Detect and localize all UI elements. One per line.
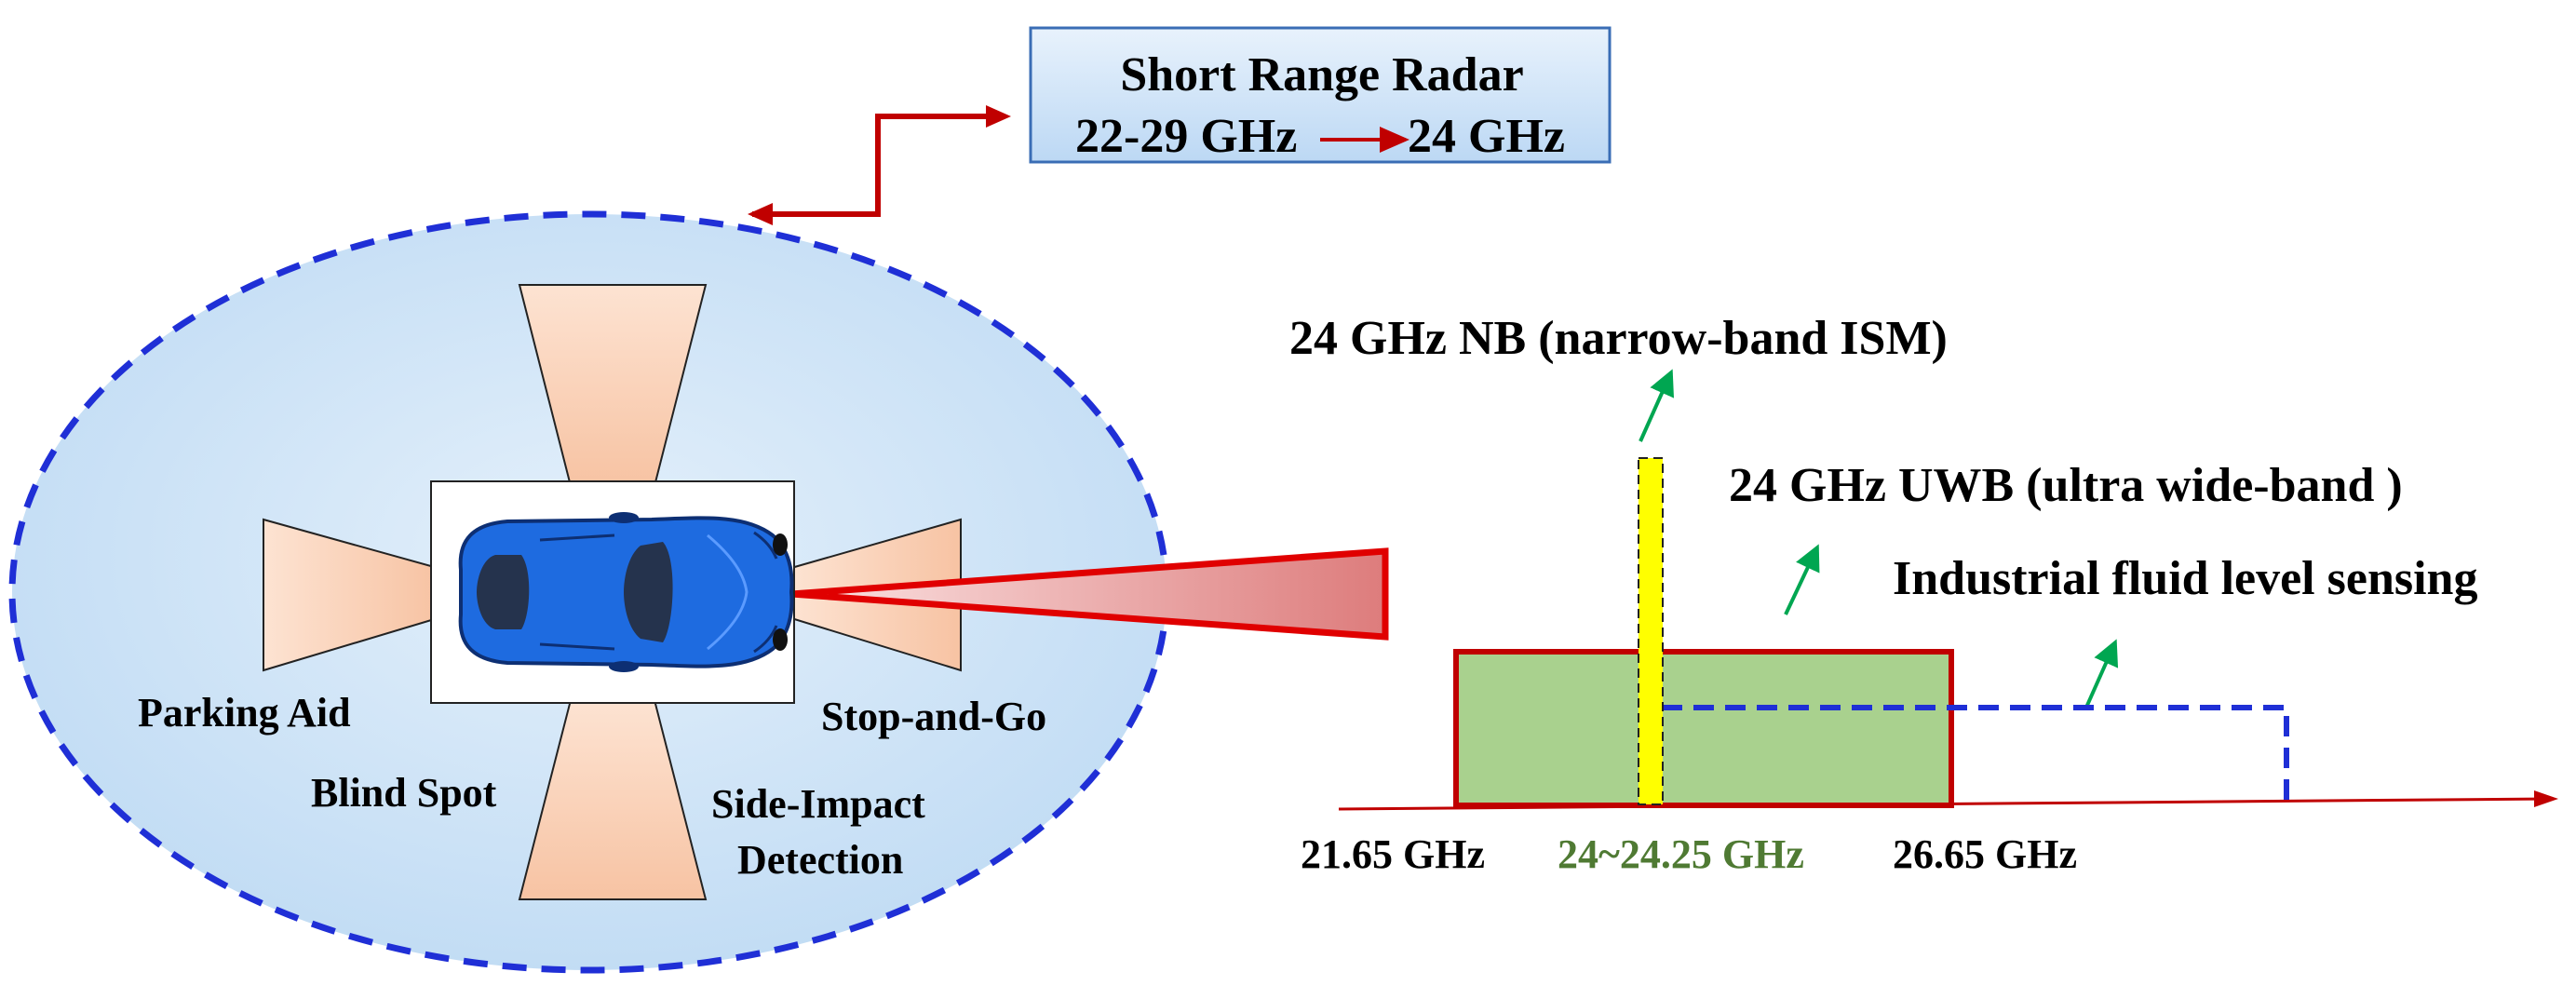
radar-to-band: 24 GHz — [1408, 110, 1565, 163]
uwb-label: 24 GHz UWB (ultra wide-band ) — [1729, 459, 2403, 512]
nb-band — [1638, 457, 1664, 805]
radar-from-band: 22-29 GHz — [1075, 110, 1297, 163]
freq-ism-label: 24~24.25 GHz — [1558, 831, 1804, 877]
label-parking-aid: Parking Aid — [138, 690, 351, 736]
radar-cone — [790, 547, 1389, 641]
freq-low-label: 21.65 GHz — [1301, 831, 1485, 877]
car-image — [458, 512, 794, 672]
fluid-label: Industrial fluid level sensing — [1893, 552, 2477, 605]
connector-head-left — [748, 203, 773, 225]
uwb-band — [1453, 649, 1954, 808]
nb-label: 24 GHz NB (narrow-band ISM) — [1289, 312, 1948, 365]
connector-head-right — [986, 105, 1011, 128]
label-stop-and-go: Stop-and-Go — [821, 694, 1046, 739]
frequency-axis-head — [2534, 790, 2558, 807]
label-side-impact-2: Detection — [737, 837, 903, 883]
label-side-impact-1: Side-Impact — [711, 781, 925, 827]
uwb-pointer — [1784, 544, 1820, 615]
label-blind-spot: Blind Spot — [311, 770, 497, 816]
connector-arrow — [752, 114, 1004, 217]
nb-pointer — [1639, 369, 1675, 442]
radar-title: Short Range Radar — [1120, 48, 1523, 101]
fluid-band-outline — [1662, 705, 2289, 801]
fluid-pointer — [2084, 639, 2119, 710]
freq-high-label: 26.65 GHz — [1893, 831, 2077, 877]
